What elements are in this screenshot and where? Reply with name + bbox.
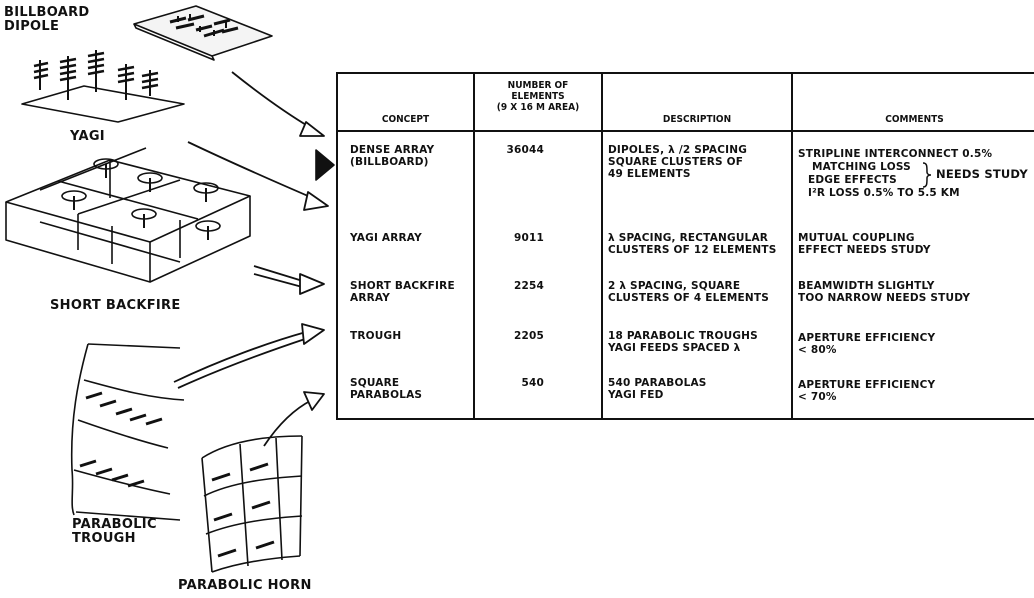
table-cell-concept: DENSE ARRAY (BILLBOARD) [350,144,435,168]
header-concept: CONCEPT [381,114,430,125]
arrows [173,71,329,447]
concept-table: CONCEPT NUMBER OF ELEMENTS (9 X 16 M ARE… [336,72,1034,420]
table-cell-description: DIPOLES, λ /2 SPACING SQUARE CLUSTERS OF… [608,144,748,180]
table-cell-concept: TROUGH [350,330,402,342]
column-divider [473,74,475,418]
table-cell-comments: APERTURE EFFICIENCY < 70% [798,379,936,403]
comment-sub-item: MATCHING LOSS [812,161,911,173]
table-cell-description: 18 PARABOLIC TROUGHS YAGI FEEDS SPACED λ [608,330,758,354]
header-number-of-elements: NUMBER OF ELEMENTS (9 X 16 M AREA) [496,80,580,113]
billboard-dipole-drawing [133,5,273,61]
needs-study-label: NEEDS STUDY [936,167,1028,181]
table-cell-concept: SHORT BACKFIRE ARRAY [350,280,455,304]
label-yagi: YAGI [70,129,105,144]
yagi-drawing [21,50,185,123]
column-divider [601,74,603,418]
table-cell-concept: YAGI ARRAY [350,232,422,244]
pointer-arrow [315,149,335,181]
table-cell-description: 2 λ SPACING, SQUARE CLUSTERS OF 4 ELEMEN… [608,280,770,304]
comment-sub-item: EDGE EFFECTS [808,174,897,186]
table-cell-description: 540 PARABOLAS YAGI FED [608,377,707,401]
header-description: DESCRIPTION [662,114,732,125]
table-cell-comments: STRIPLINE INTERCONNECT 0.5% [798,148,993,160]
column-divider [791,74,793,418]
label-parabolic-trough: PARABOLIC TROUGH [72,517,157,546]
table-cell-comments: MUTUAL COUPLING EFFECT NEEDS STUDY [798,232,931,256]
comment-sub-item: I²R LOSS 0.5% TO 5.5 KM [808,187,960,199]
header-divider [338,130,1034,132]
table-cell-elements: 2254 [513,280,544,292]
table-cell-comments: APERTURE EFFICIENCY < 80% [798,332,936,356]
brace-icon [922,162,932,188]
table-cell-comments: BEAMWIDTH SLIGHTLY TOO NARROW NEEDS STUD… [798,280,971,304]
table-cell-concept: SQUARE PARABOLAS [350,377,423,401]
parabolic-trough-drawing [70,343,185,521]
header-comments: COMMENTS [885,114,944,125]
label-parabolic-horn: PARABOLIC HORN [178,578,312,593]
table-cell-description: λ SPACING, RECTANGULAR CLUSTERS OF 12 EL… [608,232,777,256]
short-backfire-drawing [5,147,251,283]
parabolic-horn-drawing [201,435,303,573]
table-cell-elements: 36044 [506,144,544,156]
label-billboard-dipole: BILLBOARD DIPOLE [4,5,90,34]
table-cell-elements: 9011 [513,232,544,244]
table-cell-elements: 2205 [513,330,544,342]
label-short-backfire: SHORT BACKFIRE [50,298,181,313]
table-cell-elements: 540 [521,377,544,389]
